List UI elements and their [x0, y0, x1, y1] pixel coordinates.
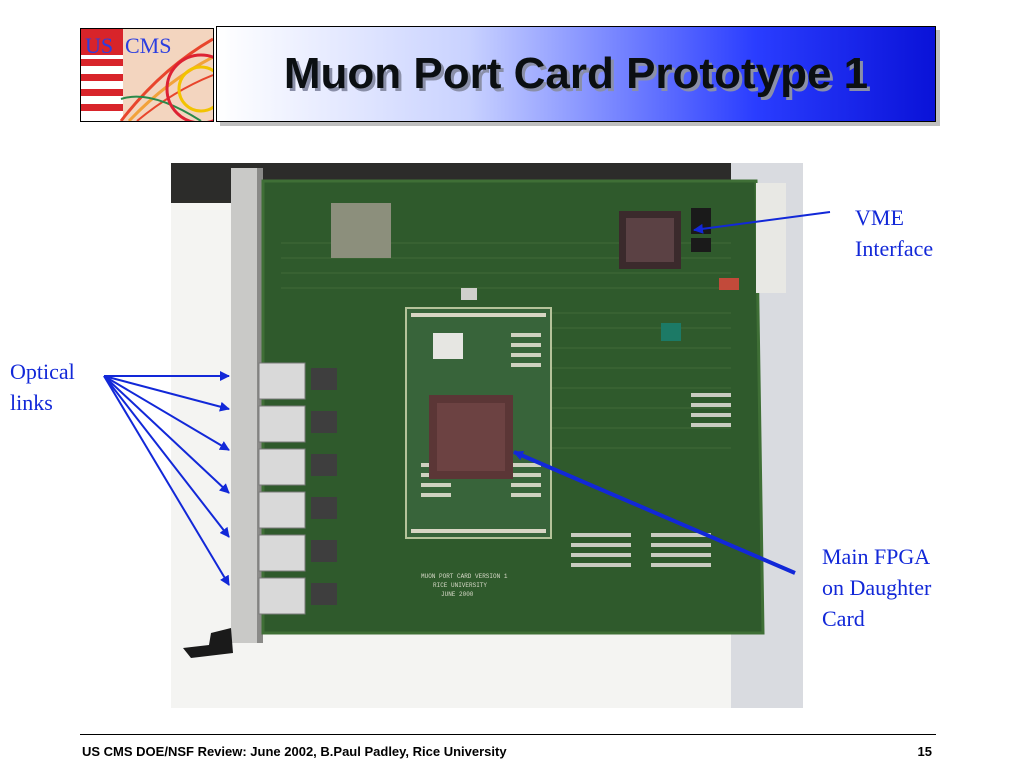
fpga-label-line3: Card [822, 606, 865, 631]
vme-label-line1: VME [855, 205, 904, 230]
fpga-label-line1: Main FPGA [822, 544, 931, 569]
muon-port-card-photo: MUON PORT CARD VERSION 1 RICE UNIVERSITY… [171, 163, 803, 708]
optical-links-label: Optical links [10, 356, 75, 418]
vme-interface-label: VME Interface [855, 202, 933, 264]
logo-us-text: US [85, 33, 113, 58]
page-title: Muon Port Card Prototype 1 [283, 49, 869, 98]
fpga-label-line2: on Daughter [822, 575, 932, 600]
footer-text: US CMS DOE/NSF Review: June 2002, B.Paul… [82, 744, 507, 759]
vme-label-line2: Interface [855, 236, 934, 261]
page-number: 15 [917, 744, 932, 759]
pcb-silkscreen-label: MUON PORT CARD VERSION 1 RICE UNIVERSITY… [421, 573, 511, 598]
us-cms-logo: US CMS [80, 28, 214, 122]
main-fpga-label: Main FPGA on Daughter Card [822, 541, 931, 634]
logo-cms-text: CMS [125, 33, 171, 58]
footer-divider [80, 734, 936, 735]
optical-label-line2: links [10, 390, 53, 415]
title-banner: Muon Port Card Prototype 1 [216, 26, 936, 122]
optical-label-line1: Optical [10, 359, 75, 384]
